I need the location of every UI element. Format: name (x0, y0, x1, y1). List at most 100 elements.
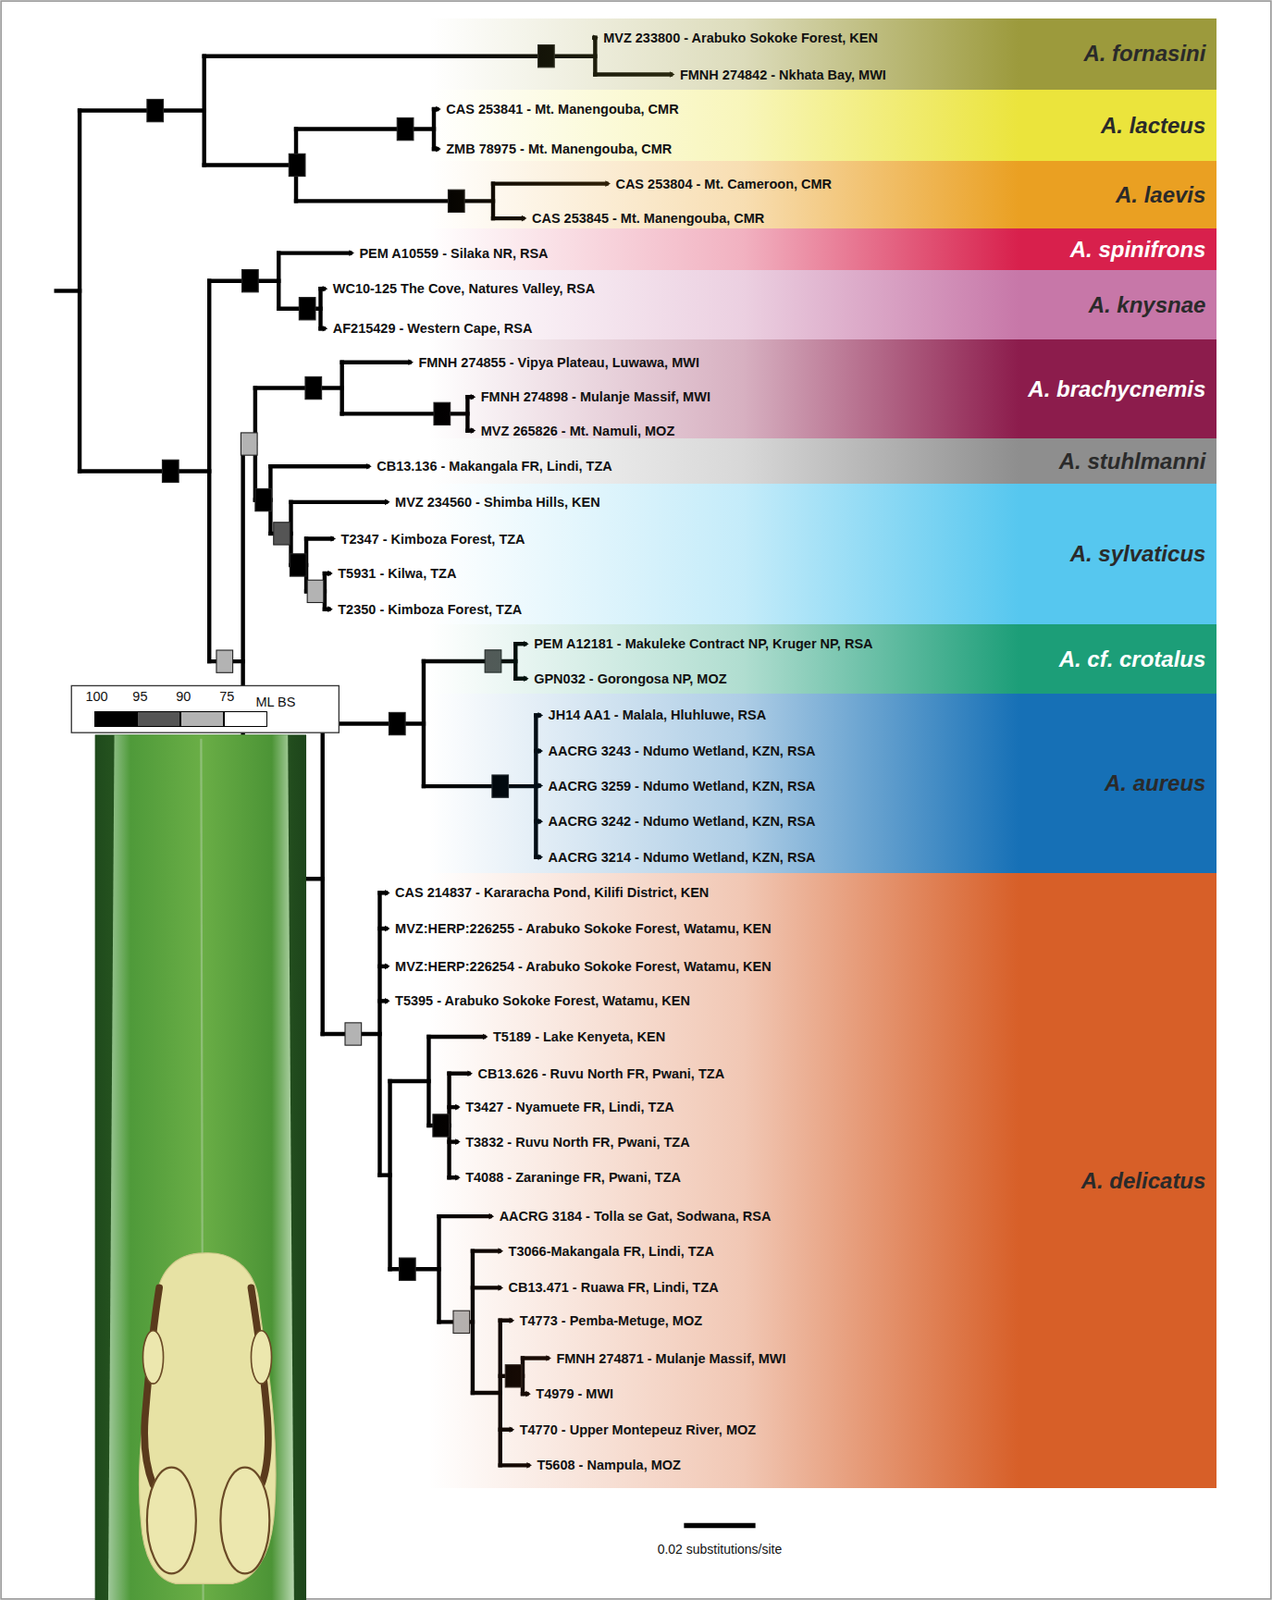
tip-end (327, 605, 334, 613)
bootstrap-box (345, 1023, 362, 1046)
scale-label: 0.02 substitutions/site (657, 1541, 783, 1558)
bootstrap-box (305, 376, 322, 399)
tip-end (327, 570, 334, 578)
tip-end (322, 325, 329, 333)
frog-leg (147, 1468, 197, 1575)
species-name: A. aureus (1104, 770, 1206, 797)
specimen-label: T3066-Makangala FR, Lindi, TZA (508, 1243, 715, 1260)
specimen-label: CAS 214837 - Kararacha Pond, Kilifi Dist… (395, 884, 709, 902)
specimen-label: CAS 253804 - Mt. Cameroon, CMR (615, 175, 832, 193)
specimen-label: ZMB 78975 - Mt. Manengouba, CMR (445, 140, 672, 158)
specimen-label: T2350 - Kimboza Forest, TZA (337, 601, 522, 618)
tree-branch (255, 385, 343, 390)
frog-photo (95, 734, 307, 1600)
specimen-label: AACRG 3242 - Ndumo Wetland, KZN, RSA (548, 813, 816, 830)
species-name: A. spinifrons (1070, 236, 1207, 263)
tree-branch (318, 288, 322, 329)
tip-end (384, 499, 391, 507)
species-name: A. knysnae (1088, 292, 1207, 319)
clade-band: A. aureus (428, 693, 1217, 874)
legend-value: 75 (219, 688, 235, 705)
bootstrap-box (273, 522, 291, 545)
tree-branch (79, 108, 205, 112)
specimen-label: T4770 - Upper Montepeuz River, MOZ (519, 1421, 756, 1439)
legend-frame (71, 685, 339, 733)
specimen-label: MVZ:HERP:226255 - Arabuko Sokoke Forest,… (395, 920, 772, 938)
specimen-label: FMNH 274855 - Vipya Plateau, Luwawa, MWI (418, 354, 700, 371)
tip-end (384, 963, 391, 971)
specimen-label: AACRG 3184 - Tolla se Gat, Sodwana, RSA (499, 1208, 772, 1225)
specimen-label: T4088 - Zaraninge FR, Pwani, TZA (465, 1169, 681, 1186)
bootstrap-box (388, 712, 406, 735)
bootstrap-box (255, 488, 272, 511)
bootstrap-box (216, 650, 234, 673)
species-name: A. brachycnemis (1027, 376, 1206, 403)
specimen-label: MVZ 265826 - Mt. Namuli, MOZ (481, 422, 676, 440)
tree-branch (377, 892, 382, 1175)
specimen-label: PEM A10559 - Silaka NR, RSA (358, 245, 548, 262)
tip-end (331, 535, 337, 543)
specimen-label: CB13.626 - Ruvu North FR, Pwani, TZA (477, 1065, 725, 1083)
tree-branch (270, 464, 368, 469)
species-name: A. cf. crotalus (1059, 646, 1207, 673)
legend-value: 90 (175, 688, 191, 705)
specimen-label: T5395 - Arabuko Sokoke Forest, Watamu, K… (395, 992, 691, 1010)
specimen-label: JH14 AA1 - Malala, Hluhluwe, RSA (548, 706, 767, 724)
scale-bar (683, 1523, 755, 1530)
specimen-label: MVZ 234560 - Shimba Hills, KEN (395, 493, 601, 511)
bootstrap-box (307, 580, 324, 603)
specimen-label: AF215429 - Western Cape, RSA (333, 320, 533, 337)
specimen-label: WC10-125 The Cove, Natures Valley, RSA (333, 280, 595, 297)
legend-value: 95 (132, 688, 148, 705)
specimen-label: PEM A12181 - Makuleke Contract NP, Kruge… (533, 635, 873, 653)
tip-end (322, 285, 329, 293)
tree-branch (207, 281, 211, 662)
frog-arm (142, 1331, 163, 1384)
tip-end (366, 463, 372, 470)
tree-branch (204, 162, 297, 167)
specimen-label: MVZ 233800 - Arabuko Sokoke Forest, KEN (603, 29, 878, 47)
specimen-label: AACRG 3214 - Ndumo Wetland, KZN, RSA (548, 849, 816, 866)
bootstrap-box (396, 117, 414, 140)
tree-branch (201, 56, 206, 166)
tree-branch (276, 253, 281, 309)
frog-leg (220, 1468, 270, 1575)
tip-end (384, 998, 391, 1005)
tree-branch (306, 536, 333, 541)
species-name: A. delicatus (1081, 1168, 1207, 1195)
specimen-label: T4773 - Pemba-Metuge, MOZ (519, 1312, 703, 1330)
specimen-label: T3832 - Ruvu North FR, Pwani, TZA (465, 1134, 691, 1151)
bootstrap-box (147, 98, 164, 122)
frog-body (138, 1253, 276, 1585)
species-name: A. stuhlmanni (1059, 448, 1207, 475)
specimen-label: T4979 - MWI (535, 1385, 614, 1403)
tree-branch (387, 1081, 392, 1270)
bootstrap-box (161, 459, 179, 482)
specimen-label: CAS 253845 - Mt. Manengouba, CMR (531, 209, 765, 227)
leaf (108, 734, 295, 1600)
specimen-label: AACRG 3243 - Ndumo Wetland, KZN, RSA (548, 742, 816, 760)
bootstrap-box (242, 270, 260, 293)
specimen-label: FMNH 274842 - Nkhata Bay, MWI (679, 66, 887, 84)
tree-branch (321, 724, 325, 1035)
tree-branch (79, 469, 210, 473)
legend-title: ML BS (255, 693, 296, 711)
bootstrap-box (289, 554, 307, 577)
species-name: A. laevis (1115, 182, 1206, 209)
specimen-label: FMNH 274871 - Mulanje Massif, MWI (555, 1350, 786, 1368)
species-name: A. fornasini (1083, 40, 1206, 67)
specimen-label: FMNH 274898 - Mulanje Massif, MWI (481, 388, 711, 406)
frog-stripe (144, 1287, 160, 1485)
specimen-label: T5931 - Kilwa, TZA (337, 565, 457, 582)
species-name: A. sylvaticus (1070, 541, 1207, 568)
tip-end (384, 889, 391, 897)
bootstrap-box (298, 297, 316, 321)
tree-branch (421, 661, 426, 787)
legend-swatch (180, 711, 224, 728)
specimen-label: T5189 - Lake Kenyeta, KEN (493, 1028, 666, 1046)
legend-swatch (136, 711, 181, 728)
legend-value: 100 (85, 688, 108, 705)
tree-branch (339, 362, 344, 415)
